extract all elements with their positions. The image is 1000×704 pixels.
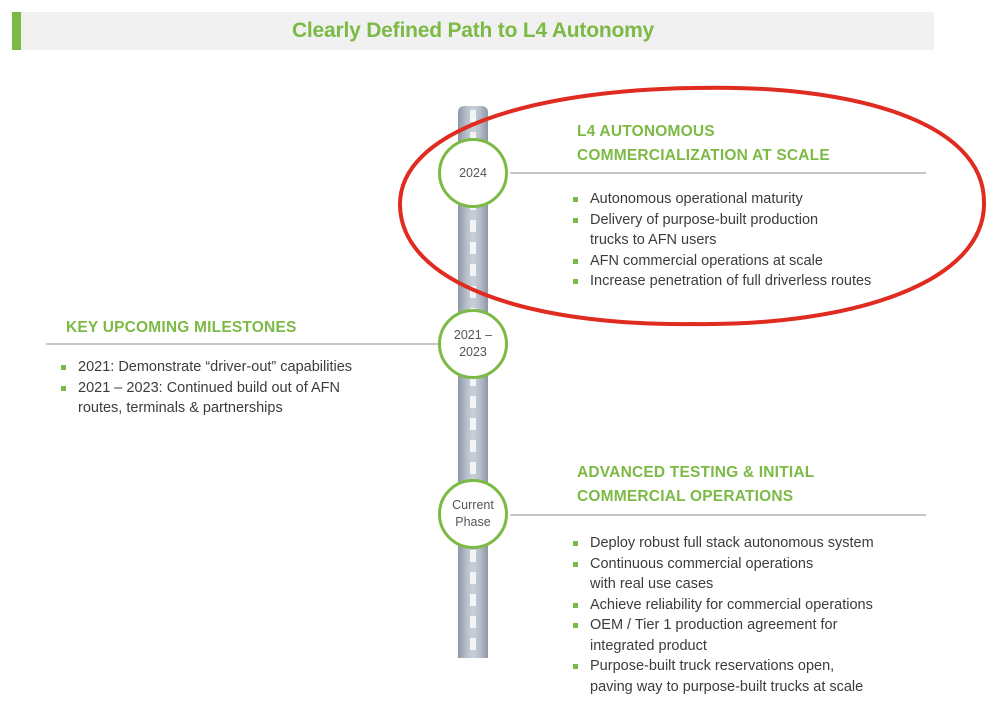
bullet-marker: [573, 664, 578, 669]
l4-bullet-1: Autonomous operational maturity: [570, 189, 871, 210]
milestone-current-phase: Current Phase: [438, 479, 508, 549]
advanced-bullet-1: Deploy robust full stack autonomous syst…: [570, 533, 874, 554]
highlight-ellipse: [397, 85, 987, 327]
advanced-bullet-4-line-2: integrated product: [590, 637, 707, 654]
bullet-marker: [573, 561, 578, 567]
advanced-bullet-1-line-1: Deploy robust full stack autonomous syst…: [590, 535, 874, 551]
bullet-marker: [573, 623, 578, 628]
advanced-bullet-2-line-1: Continuous commercial operations: [590, 555, 814, 572]
l4-bullet-2: Delivery of purpose-built production tru…: [570, 210, 871, 251]
advanced-bullet-2: Continuous commercial operations with re…: [570, 554, 874, 595]
l4-title-line-1: L4 AUTONOMOUS: [577, 123, 715, 140]
highlight-ellipse-stroke: [397, 85, 987, 327]
connector-current: [510, 514, 926, 516]
milestone-2024-line-1: 2024: [459, 165, 487, 180]
advanced-bullet-5-line-1: Purpose-built truck reservations open,: [590, 658, 835, 674]
advanced-bullet-5-line-2: paving way to purpose-built trucks at sc…: [590, 678, 864, 695]
l4-title-line-2: COMMERCIALIZATION AT SCALE: [577, 147, 830, 164]
bullet-marker: [573, 541, 578, 546]
advanced-section-title: ADVANCED TESTING & INITIAL COMMERCIAL OP…: [577, 461, 814, 509]
milestone-2021-2023: 2021 – 2023: [438, 309, 508, 379]
milestone-2024: 2024: [438, 138, 508, 208]
l4-bullet-2-line-2: trucks to AFN users: [590, 232, 717, 248]
advanced-bullet-4: OEM / Tier 1 production agreement for in…: [570, 615, 874, 656]
bullet-marker: [573, 258, 578, 264]
milestones-bullet-2-line-1: 2021 – 2023: Continued build out of AFN: [78, 379, 340, 396]
milestone-2021-2023-label: 2021 – 2023: [454, 327, 492, 361]
bullet-marker: [573, 217, 578, 223]
l4-bullet-1-line-1: Autonomous operational maturity: [590, 191, 803, 207]
connector-2021-2023: [46, 343, 440, 345]
milestone-2024-label: 2024: [459, 165, 487, 182]
l4-bullet-4-line-1: Increase penetration of full driverless …: [590, 273, 872, 289]
milestones-section-title: KEY UPCOMING MILESTONES: [66, 316, 297, 340]
bullet-marker: [573, 279, 578, 284]
milestones-bullet-2: 2021 – 2023: Continued build out of AFN …: [58, 378, 352, 419]
l4-bullet-3-line-1: AFN commercial operations at scale: [590, 252, 823, 269]
milestone-current-label: Current Phase: [452, 497, 494, 531]
l4-section-title: L4 AUTONOMOUS COMMERCIALIZATION AT SCALE: [577, 120, 830, 168]
timeline-road-dashes: [470, 110, 476, 656]
milestone-2021-2023-line-2: 2023: [459, 345, 487, 359]
l4-bullet-4: Increase penetration of full driverless …: [570, 271, 871, 292]
milestone-current-line-1: Current: [452, 498, 494, 512]
advanced-bullet-3-line-1: Achieve reliability for commercial opera…: [590, 596, 873, 613]
milestones-bullet-1: 2021: Demonstrate “driver-out” capabilit…: [58, 357, 352, 378]
title-accent-bar: [12, 12, 21, 50]
milestone-2021-2023-line-1: 2021 –: [453, 328, 493, 342]
l4-bullet-2-line-1: Delivery of purpose-built production: [590, 211, 819, 228]
advanced-title-line-2: COMMERCIAL OPERATIONS: [577, 488, 794, 505]
bullet-marker: [573, 197, 578, 202]
bullet-marker: [573, 602, 578, 608]
advanced-bullet-5: Purpose-built truck reservations open, p…: [570, 656, 874, 697]
title-bar: Clearly Defined Path to L4 Autonomy: [12, 12, 934, 50]
page-title: Clearly Defined Path to L4 Autonomy: [291, 19, 655, 42]
advanced-bullet-list: Deploy robust full stack autonomous syst…: [570, 533, 874, 697]
milestones-title-line-1: KEY UPCOMING MILESTONES: [66, 319, 297, 336]
advanced-title-line-1: ADVANCED TESTING & INITIAL: [577, 464, 815, 481]
l4-bullet-list: Autonomous operational maturity Delivery…: [570, 189, 871, 292]
bullet-marker: [61, 365, 66, 370]
l4-bullet-3: AFN commercial operations at scale: [570, 251, 871, 272]
advanced-bullet-2-line-2: with real use cases: [590, 576, 714, 592]
bullet-marker: [61, 385, 66, 391]
advanced-bullet-4-line-1: OEM / Tier 1 production agreement for: [590, 617, 838, 633]
milestones-bullet-2-line-2: routes, terminals & partnerships: [78, 400, 283, 416]
milestones-bullet-1-line-1: 2021: Demonstrate “driver-out” capabilit…: [78, 359, 353, 375]
connector-2024: [510, 172, 926, 174]
milestone-current-line-2: Phase: [455, 515, 491, 529]
advanced-bullet-3: Achieve reliability for commercial opera…: [570, 595, 874, 616]
milestones-bullet-list: 2021: Demonstrate “driver-out” capabilit…: [58, 357, 352, 419]
